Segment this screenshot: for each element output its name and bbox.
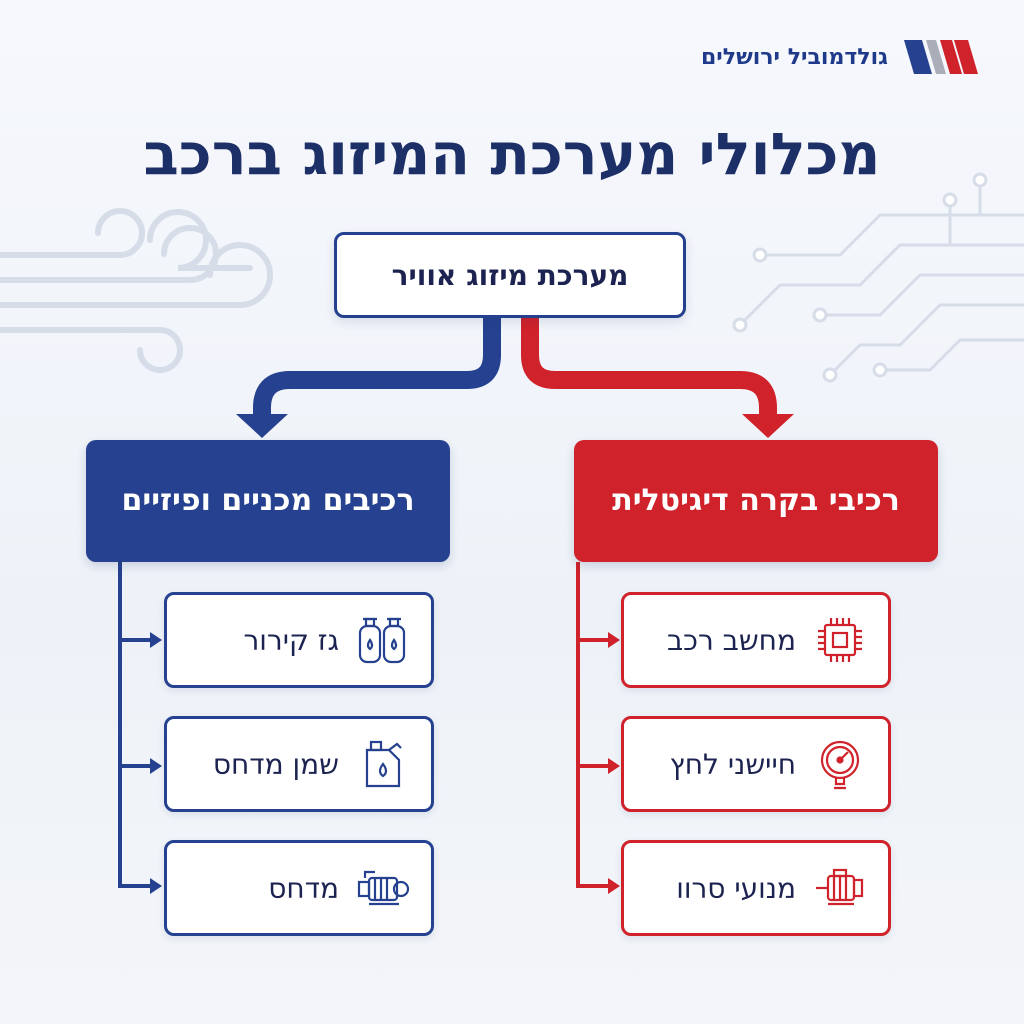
microchip-icon	[810, 610, 870, 670]
wind-lines-decoration	[0, 208, 273, 373]
electric-motor-icon	[810, 858, 870, 918]
item-compressor: מדחס	[164, 840, 434, 936]
brand-name: גולדמוביל ירושלים	[700, 44, 888, 70]
gas-cylinders-icon	[353, 610, 413, 670]
item-car-computer: מחשב רכב	[621, 592, 891, 688]
compressor-icon	[353, 858, 413, 918]
root-node: מערכת מיזוג אוויר	[334, 232, 686, 318]
item-label: מחשב רכב	[666, 623, 796, 657]
item-label: חיישני לחץ	[669, 747, 796, 781]
item-label: גז קירור	[243, 623, 340, 657]
logo-stripes-icon	[904, 40, 978, 74]
item-refrigerant-gas: גז קירור	[164, 592, 434, 688]
brand-logo: גולדמוביל ירושלים	[701, 40, 978, 74]
item-pressure-sensors: חיישני לחץ	[621, 716, 891, 812]
item-label: מנועי סרוו	[676, 871, 796, 905]
arrowhead-digital	[742, 414, 794, 438]
pressure-gauge-icon	[810, 734, 870, 794]
rail-digital	[576, 562, 610, 888]
arrowhead-mechanical	[236, 414, 288, 438]
oil-canister-icon	[353, 734, 413, 794]
item-label: מדחס	[268, 871, 339, 905]
category-digital: רכיבי בקרה דיגיטלית	[574, 440, 938, 562]
circuit-traces-decoration	[738, 180, 1024, 377]
rail-mechanical	[118, 562, 152, 888]
item-servo-motors: מנועי סרוו	[621, 840, 891, 936]
item-label: שמן מדחס	[212, 747, 339, 781]
connector-root-to-digital	[521, 318, 777, 418]
item-compressor-oil: שמן מדחס	[164, 716, 434, 812]
category-mechanical: רכיבים מכניים ופיזיים	[86, 440, 450, 562]
page-title: מכלולי מערכת המיזוג ברכב	[143, 120, 881, 188]
connector-root-to-mechanical	[253, 318, 501, 418]
